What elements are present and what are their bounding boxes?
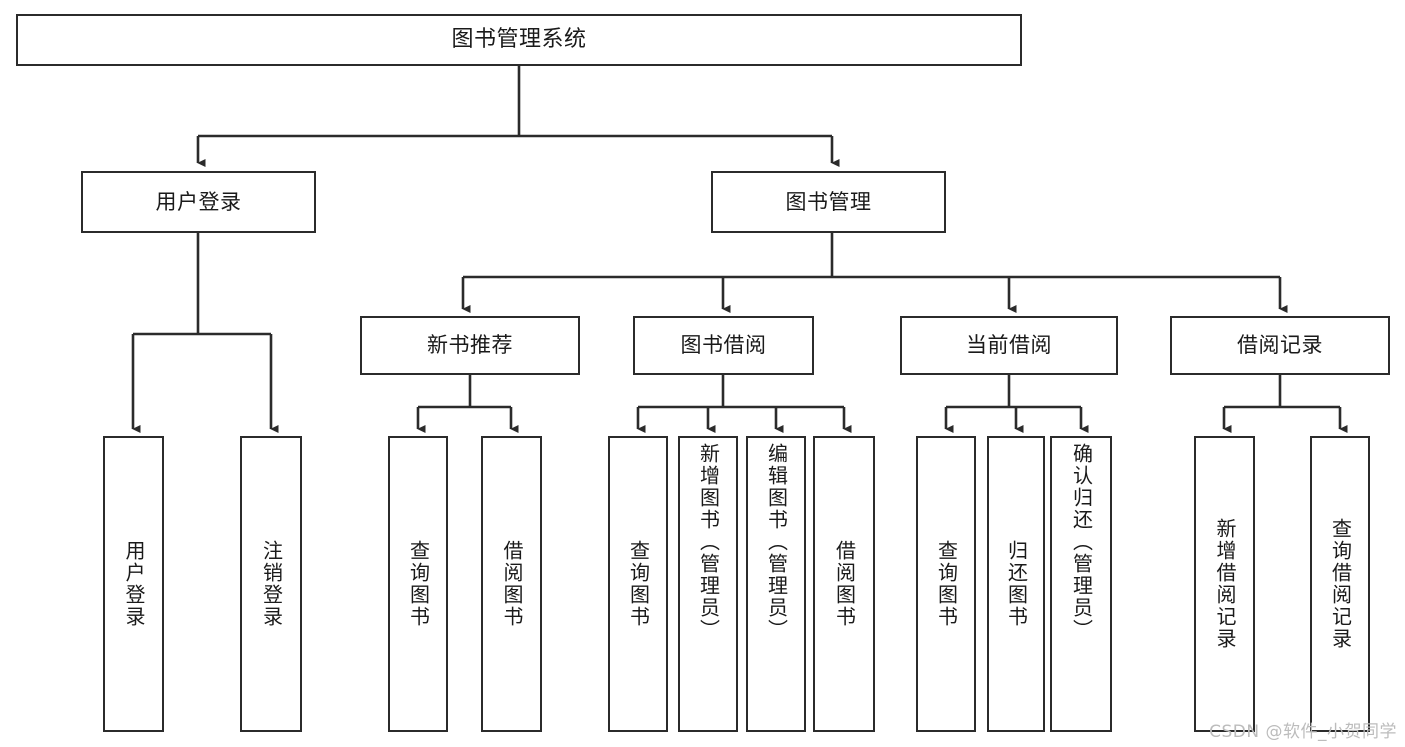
leaf-book-borrow-query-book[interactable]: 查询图书 <box>608 436 668 732</box>
leaf-current-borrow-confirm-return-admin[interactable]: 确认归还（管理员） <box>1050 436 1112 732</box>
csdn-watermark: CSDN @软件_小贺同学 <box>1209 722 1397 742</box>
leaf-current-borrow-query-book[interactable]: 查询图书 <box>916 436 976 732</box>
leaf-new-book-query-book[interactable]: 查询图书 <box>388 436 448 732</box>
leaf-current-borrow-return-book[interactable]: 归还图书 <box>987 436 1045 732</box>
node-borrow-record[interactable]: 借阅记录 <box>1170 316 1390 375</box>
leaf-book-borrow-borrow-book[interactable]: 借阅图书 <box>813 436 875 732</box>
leaf-book-borrow-edit-book-admin[interactable]: 编辑图书（管理员） <box>746 436 806 732</box>
leaf-new-book-borrow-book[interactable]: 借阅图书 <box>481 436 542 732</box>
leaf-user-login-logout[interactable]: 注销登录 <box>240 436 302 732</box>
node-book-borrow[interactable]: 图书借阅 <box>633 316 814 375</box>
node-user-login[interactable]: 用户登录 <box>81 171 316 233</box>
node-root-book-management-system[interactable]: 图书管理系统 <box>16 14 1022 66</box>
node-book-management[interactable]: 图书管理 <box>711 171 946 233</box>
node-new-book-recommend[interactable]: 新书推荐 <box>360 316 580 375</box>
leaf-borrow-record-add-record[interactable]: 新增借阅记录 <box>1194 436 1255 732</box>
leaf-book-borrow-add-book-admin[interactable]: 新增图书（管理员） <box>678 436 738 732</box>
leaf-borrow-record-query-record[interactable]: 查询借阅记录 <box>1310 436 1370 732</box>
node-current-borrow[interactable]: 当前借阅 <box>900 316 1118 375</box>
leaf-user-login-login[interactable]: 用户登录 <box>103 436 164 732</box>
